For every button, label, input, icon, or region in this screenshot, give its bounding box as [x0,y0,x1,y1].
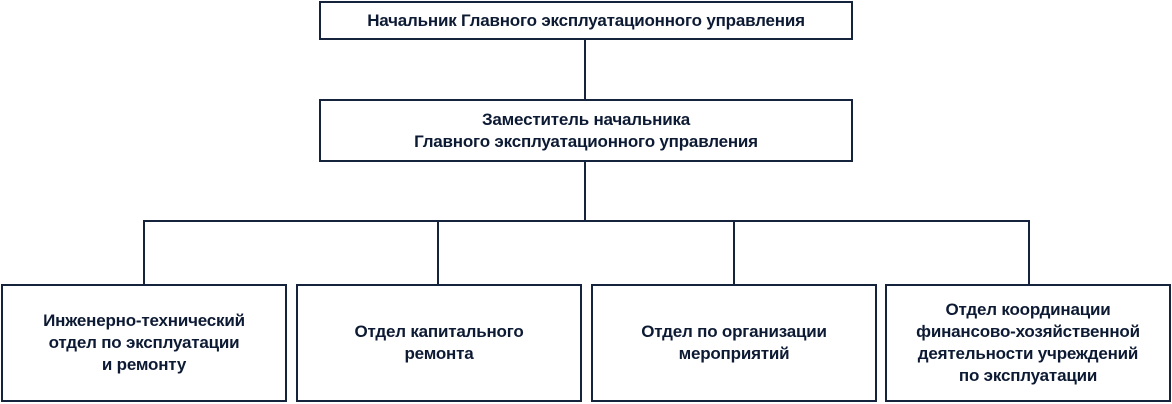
head-box: Начальник Главного эксплуатационного упр… [319,1,853,40]
connector-horizontal-bus [143,220,1030,222]
connector-head-deputy [584,38,586,100]
connector-dept-3 [733,220,735,286]
department-box-engineering: Инженерно-технический отдел по эксплуата… [1,284,287,402]
connector-dept-1 [143,220,145,286]
connector-dept-2 [437,220,439,286]
department-box-coordination: Отдел координации финансово-хозяйственно… [885,284,1171,402]
connector-deputy-bus [584,160,586,222]
deputy-box: Заместитель начальника Главного эксплуат… [319,99,853,162]
department-box-capital-repair: Отдел капитального ремонта [296,284,582,402]
department-box-events: Отдел по организации мероприятий [591,284,877,402]
connector-dept-4 [1028,220,1030,286]
